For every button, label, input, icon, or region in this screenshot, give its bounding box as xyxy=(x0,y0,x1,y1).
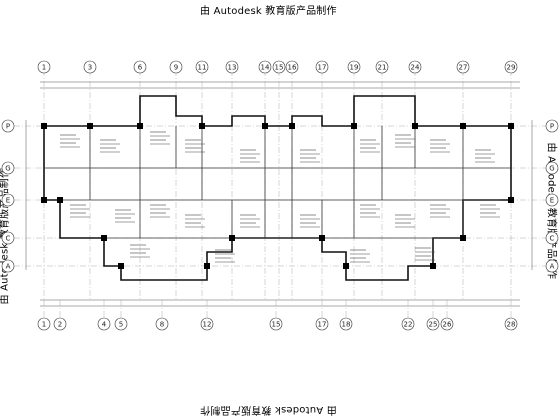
svg-text:A: A xyxy=(550,263,555,271)
svg-text:26: 26 xyxy=(443,321,452,329)
axis-bubble-right-G: G xyxy=(545,161,559,175)
svg-text:6: 6 xyxy=(138,64,143,72)
axis-bubble-left-A: A xyxy=(1,259,15,273)
svg-text:G: G xyxy=(549,165,554,173)
svg-text:1: 1 xyxy=(42,64,46,72)
axis-bubble-bottom-22: 22 xyxy=(401,317,415,331)
axis-bubble-top-19: 19 xyxy=(347,60,361,74)
svg-text:28: 28 xyxy=(507,321,516,329)
axis-bubble-bottom-25: 25 xyxy=(426,317,440,331)
axis-bubble-bottom-17: 17 xyxy=(315,317,329,331)
svg-text:C: C xyxy=(6,235,11,243)
axis-bubble-top-1: 1 xyxy=(37,60,51,74)
grid-axis-lines xyxy=(14,70,546,318)
axis-bubble-top-9: 9 xyxy=(169,60,183,74)
axis-bubble-bottom-1: 1 xyxy=(37,317,51,331)
axis-bubble-bottom-5: 5 xyxy=(114,317,128,331)
axis-bubble-top-24: 24 xyxy=(408,60,422,74)
svg-text:21: 21 xyxy=(378,64,387,72)
svg-text:15: 15 xyxy=(272,321,281,329)
svg-text:3: 3 xyxy=(88,64,92,72)
building-outline xyxy=(41,95,514,281)
svg-text:11: 11 xyxy=(198,64,207,72)
axis-bubble-bottom-26: 26 xyxy=(440,317,454,331)
svg-text:18: 18 xyxy=(342,321,351,329)
axis-bubble-left-P: P xyxy=(1,119,15,133)
axis-bubble-top-27: 27 xyxy=(456,60,470,74)
svg-text:16: 16 xyxy=(288,64,297,72)
axis-bubble-top-15: 15 xyxy=(272,60,286,74)
svg-text:A: A xyxy=(6,263,11,271)
axis-bubble-top-13: 13 xyxy=(225,60,239,74)
axis-bubble-top-3: 3 xyxy=(83,60,97,74)
axis-bubble-top-11: 11 xyxy=(195,60,209,74)
axis-bubble-bottom-12: 12 xyxy=(200,317,214,331)
svg-text:15: 15 xyxy=(275,64,284,72)
svg-text:17: 17 xyxy=(318,321,327,329)
reinforcement-annotations xyxy=(60,131,500,263)
svg-text:9: 9 xyxy=(174,64,178,72)
axis-bubble-top-6: 6 xyxy=(133,60,147,74)
axis-bubble-bottom-15: 15 xyxy=(269,317,283,331)
svg-text:14: 14 xyxy=(261,64,270,72)
svg-text:19: 19 xyxy=(350,64,359,72)
axis-bubble-right-C: C xyxy=(545,231,559,245)
axis-bubble-bottom-4: 4 xyxy=(97,317,111,331)
axis-bubble-right-E: E xyxy=(545,193,559,207)
axis-bubble-top-16: 16 xyxy=(285,60,299,74)
axis-bubble-bottom-28: 28 xyxy=(504,317,518,331)
dimension-lines xyxy=(25,81,533,307)
svg-text:1: 1 xyxy=(42,321,46,329)
svg-text:17: 17 xyxy=(318,64,327,72)
svg-text:5: 5 xyxy=(119,321,123,329)
axis-bubble-bottom-8: 8 xyxy=(155,317,169,331)
axis-bubble-left-E: E xyxy=(1,193,15,207)
axis-bubble-top-21: 21 xyxy=(375,60,389,74)
svg-text:P: P xyxy=(6,123,10,131)
svg-text:C: C xyxy=(550,235,555,243)
axis-bubble-left-C: C xyxy=(1,231,15,245)
svg-text:4: 4 xyxy=(102,321,107,329)
axis-bubbles-side: P P G G E E C C A A xyxy=(1,119,559,273)
svg-text:13: 13 xyxy=(228,64,237,72)
svg-text:24: 24 xyxy=(411,64,420,72)
svg-text:22: 22 xyxy=(404,321,413,329)
axis-bubble-bottom-2: 2 xyxy=(53,317,67,331)
svg-text:E: E xyxy=(550,197,554,205)
axis-bubble-right-P: P xyxy=(545,119,559,133)
svg-text:P: P xyxy=(550,123,554,131)
axis-bubble-left-G: G xyxy=(1,161,15,175)
axis-bubble-top-14: 14 xyxy=(258,60,272,74)
svg-text:12: 12 xyxy=(203,321,212,329)
svg-text:25: 25 xyxy=(429,321,438,329)
axis-bubble-right-A: A xyxy=(545,259,559,273)
svg-text:E: E xyxy=(6,197,10,205)
axis-bubble-bottom-18: 18 xyxy=(339,317,353,331)
watermark-top: 由 Autodesk 教育版产品制作 xyxy=(200,6,337,17)
svg-text:2: 2 xyxy=(58,321,62,329)
svg-text:29: 29 xyxy=(507,64,516,72)
svg-text:27: 27 xyxy=(459,64,468,72)
axis-bubble-top-17: 17 xyxy=(315,60,329,74)
svg-text:8: 8 xyxy=(160,321,164,329)
axis-bubble-top-29: 29 xyxy=(504,60,518,74)
svg-text:G: G xyxy=(5,165,10,173)
